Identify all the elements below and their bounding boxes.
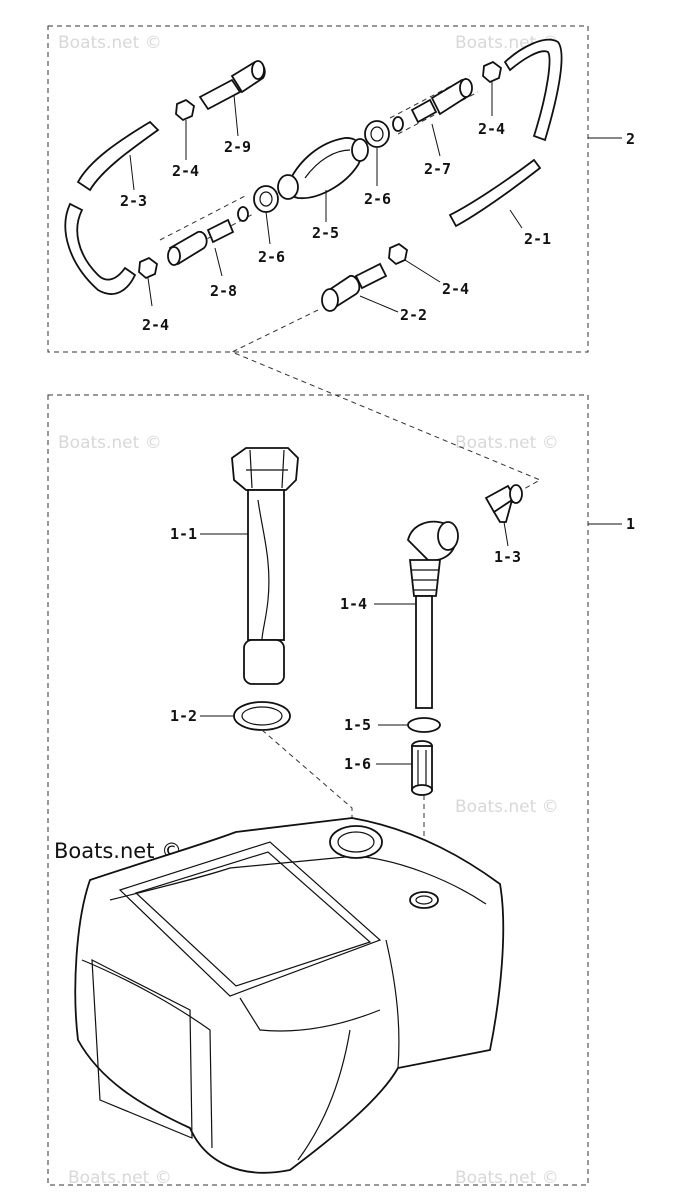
part-1-3-fitting: [484, 484, 523, 523]
label-2-3: 2-3: [120, 192, 147, 210]
label-2-6: 2-6: [258, 248, 285, 266]
label-2-5: 2-5: [312, 224, 339, 242]
part-1-5-o-ring: [407, 717, 441, 733]
label-1-5: 1-5: [344, 716, 371, 734]
watermark: Boats.net ©: [455, 797, 559, 817]
label-2-7: 2-7: [424, 160, 451, 178]
label-2-8: 2-8: [210, 282, 237, 300]
group-label-1: 1: [626, 515, 635, 533]
part-2-5-primer-bulb: [277, 137, 369, 200]
part-2-4-clamp: [388, 242, 408, 266]
label-2-4: 2-4: [442, 280, 469, 298]
label-1-6: 1-6: [344, 755, 371, 773]
label-1-2: 1-2: [170, 707, 197, 725]
connection-line: [230, 309, 542, 501]
part-2-9-connector: [198, 60, 266, 111]
part-1-2-o-ring: [233, 701, 291, 731]
group-1-box: [47, 394, 589, 1186]
part-2-2-connector: [321, 262, 388, 312]
watermark: Boats.net ©: [58, 33, 162, 53]
part-2-4-clamp: [138, 256, 158, 280]
watermark: Boats.net ©: [68, 1168, 172, 1188]
part-2-6-check-valve: [253, 185, 279, 213]
part-1-1-fuel-gauge: [231, 447, 299, 685]
part-2-4-clamp: [175, 98, 195, 122]
watermark: Boats.net ©: [455, 1168, 559, 1188]
part-2-6-check-valve: [364, 120, 390, 148]
label-2-4: 2-4: [142, 316, 169, 334]
group-2-box: [47, 25, 589, 353]
label-2-4: 2-4: [478, 120, 505, 138]
part-1-6-filter: [411, 740, 433, 796]
watermark: Boats.net ©: [455, 433, 559, 453]
part-2-8-fitting: [159, 195, 254, 266]
part-2-4-clamp: [482, 60, 502, 84]
label-1-1: 1-1: [170, 525, 197, 543]
part-2-1-hose: [448, 38, 563, 228]
watermark: Boats.net ©: [58, 433, 162, 453]
part-fuel-tank: [74, 817, 505, 1174]
part-2-7-fitting: [389, 75, 479, 135]
label-2-2: 2-2: [400, 306, 427, 324]
label-1-4: 1-4: [340, 595, 367, 613]
label-2-4: 2-4: [172, 162, 199, 180]
label-2-9: 2-9: [224, 138, 251, 156]
part-2-3-hose: [64, 120, 160, 295]
label-2-6: 2-6: [364, 190, 391, 208]
label-2-1: 2-1: [524, 230, 551, 248]
label-1-3: 1-3: [494, 548, 521, 566]
group-label-2: 2: [626, 130, 635, 148]
part-1-4-pickup-tube: [407, 520, 459, 709]
